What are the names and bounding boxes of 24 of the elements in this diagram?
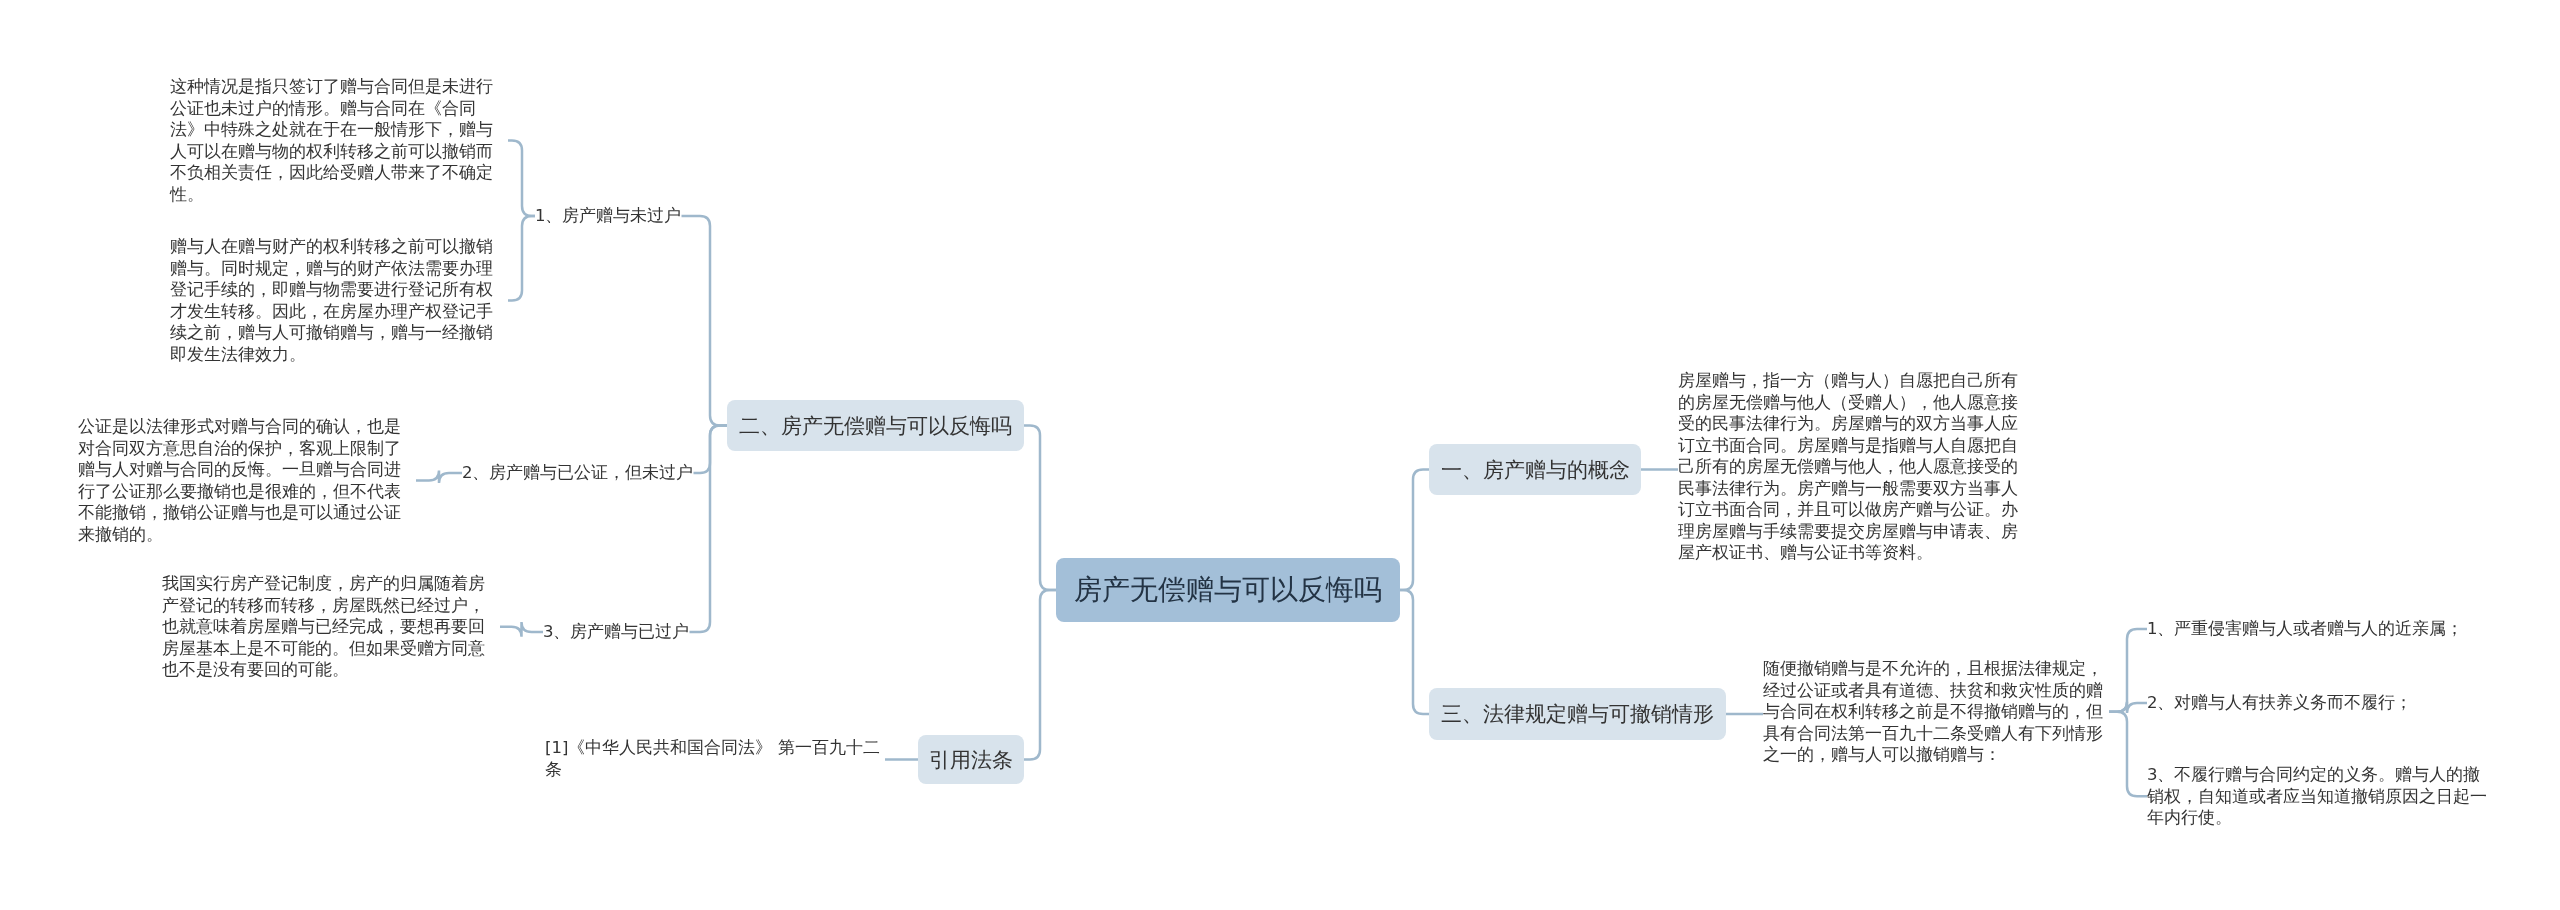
note-text: 房屋赠与，指一方（赠与人）自愿把自己所有的房屋无偿赠与他人（受赠人），他人愿意接受的民事法律行为。房屋赠与的双方当事人应订立书面合同。房屋赠与是指赠与人自愿把自己所有的房屋无偿赠与他人，他人愿意接受的民事法律行为。房产赠与一般需要双方当事人订立书面合同，并且可以做房产赠与公证。办理房屋赠与手续需要提交房屋赠与申请表、房屋产权证书、赠与公证书等资料。 (1678, 370, 2020, 564)
connector (1641, 468, 1678, 471)
topic-box: 三、法律规定赠与可撤销情形 (1429, 688, 1726, 740)
note-text: 我国实行房产登记制度，房产的归属随着房产登记的转移而转移，房屋既然已经过户，也就意味着房屋赠与已经完成，要想再要回房屋基本上是不可能的。但如果受赠方同意也不是没有要回的可能。 (162, 573, 500, 681)
branch-label: 1、房产赠与未过户 (535, 205, 682, 227)
connector (1726, 712, 1763, 716)
connector (500, 620, 543, 638)
branch-label: 1、严重侵害赠与人或者赠与人的近亲属； (2147, 618, 2464, 640)
note-text: 3、不履行赠与合同约定的义务。赠与人的撤销权，自知道或者应当知道撤销原因之日起一年内行使。 (2147, 764, 2492, 829)
branch-label: 2、对赠与人有扶养义务而不履行； (2147, 692, 2413, 714)
connector (508, 214, 535, 302)
note-text: 公证是以法律形式对赠与合同的确认，也是对合同双方意思自治的保护，客观上限制了赠与人对赠与合同的反悔。一旦赠与合同进行了公证那么要撤销也是很难的，但不代表不能撤销，撤销公证赠与也是可以通过公证来撤销的。 (78, 416, 416, 545)
topic-box: 一、房产赠与的概念 (1429, 444, 1641, 495)
note-text: [1]《中华人民共和国合同法》 第一百九十二条 (545, 737, 885, 780)
topic-box: 引用法条 (918, 735, 1024, 784)
topic-box: 二、房产无偿赠与可以反悔吗 (727, 400, 1024, 451)
branch-label: 2、房产赠与已公证，但未过户 (462, 462, 694, 484)
central-topic-box: 房产无偿赠与可以反悔吗 (1056, 558, 1400, 622)
connector (885, 758, 918, 761)
note-text: 随便撤销赠与是不允许的，且根据法律规定，经过公证或者具有道德、扶贫和救灾性质的赠与合同在权利转移之前是不得撤销赠与的，但具有合同法第一百九十二条受赠人有下列情形之一的，赠与人可以撤销赠与： (1763, 658, 2109, 766)
note-text: 赠与人在赠与财产的权利转移之前可以撤销赠与。同时规定，赠与的财产依法需要办理登记手续的，即赠与物需要进行登记所有权才发生转移。因此，在房屋办理产权登记手续之前，赠与人可撤销赠与，赠与一经撤销即发生法律效力。 (170, 236, 508, 365)
branch-label: 3、房产赠与已过户 (543, 621, 690, 643)
note-text: 这种情况是指只签订了赠与合同但是未进行公证也未过户的情形。赠与合同在《合同法》中特殊之处就在于在一般情形下，赠与人可以在赠与物的权利转移之前可以撤销而不负相关责任，因此给受赠人带来了不确定性。 (170, 76, 508, 205)
connector (416, 469, 462, 485)
